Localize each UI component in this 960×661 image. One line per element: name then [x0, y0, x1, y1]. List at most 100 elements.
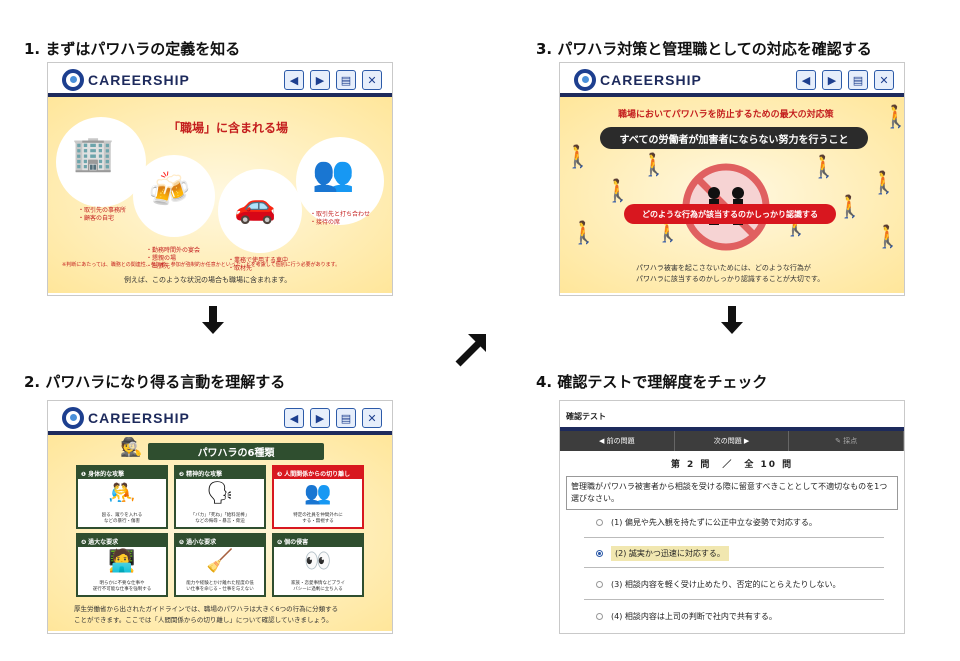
person-icon: 🚶 — [564, 145, 592, 170]
cell-heading: ❺ 過小な要求 — [176, 535, 264, 547]
careership-logo: CAREERSHIP — [62, 407, 190, 429]
radio-button[interactable] — [596, 519, 603, 526]
answer-option-1[interactable]: (1) 偏見や先入観を持たずに公正中立な姿勢で対応する。 — [596, 517, 817, 528]
slide-content: 職場においてパワハラを防止するための最大の対応策 すべての労働者が加害者にならな… — [560, 97, 904, 293]
answer-option-3[interactable]: (3) 相談内容を軽く受け止めたり、否定的にとらえたりしない。 — [596, 579, 841, 590]
person-icon: 🚶 — [640, 153, 668, 178]
office-scene-icon: 🏢 — [72, 134, 115, 174]
careership-logo: CAREERSHIP — [574, 69, 702, 91]
harassment-type-5: ❺ 過小な要求 🧹 能力や経験とかけ離れた程度の低い仕事を命じる・仕事を与えない — [174, 533, 266, 597]
place-list-4: ・取引先と打ち合わせ・接待の席 — [310, 211, 371, 226]
policy-banner: すべての労働者が加害者にならない努力を行うこと — [600, 127, 868, 149]
slide-panel-2: CAREERSHIP ◀ ▶ ▤ ✕ 🕵 パワハラの6種類 ❶ 身体的な攻撃 🤼… — [47, 400, 393, 634]
step-3-title: 3. パワハラ対策と管理職としての対応を確認する — [536, 40, 872, 58]
cell-heading: ❻ 個の侵害 — [274, 535, 362, 547]
cell-description: 殴る、蹴りを入れるなどの暴行・傷害 — [101, 513, 143, 524]
slide-panel-3: CAREERSHIP ◀ ▶ ▤ ✕ 職場においてパワハラを防止するための最大の… — [559, 62, 905, 296]
verbal-abuse-icon: 🗣 — [206, 481, 234, 506]
prev-button[interactable]: ◀ — [796, 70, 816, 90]
document-button[interactable]: ▤ — [336, 408, 356, 428]
next-button[interactable]: ▶ — [310, 408, 330, 428]
party-scene-icon: 🍻 — [148, 170, 191, 210]
place-list-3: ・業務で使用する車中・取材先 — [228, 257, 289, 272]
answer-option-2[interactable]: (2) 誠実かつ迅速に対応する。 — [596, 546, 729, 561]
prev-question-button[interactable]: ◀ 前の問題 — [560, 431, 675, 451]
cell-description: 特定の社員を仲間外れにする・無視する — [293, 513, 343, 524]
close-button[interactable]: ✕ — [362, 70, 382, 90]
meeting-scene-icon: 👥 — [312, 154, 355, 194]
harassment-type-1: ❶ 身体的な攻撃 🤼 殴る、蹴りを入れるなどの暴行・傷害 — [76, 465, 168, 529]
answer-option-4[interactable]: (4) 相談内容は上司の判断で社内で共有する。 — [596, 611, 777, 622]
slide-footer: 例えば、このような状況の場合も職場に含まれます。 — [124, 276, 292, 284]
prev-icon: ◀ — [289, 411, 299, 425]
overwork-icon: 🧑‍💻 — [108, 549, 136, 574]
next-icon: ▶ — [315, 411, 325, 425]
person-icon: 🚶 — [604, 179, 632, 204]
close-icon: ✕ — [367, 411, 377, 425]
circle-meeting — [296, 137, 384, 225]
slide-footer-line2: ことができます。ここでは「人間関係からの切り離し」について確認していきましょう。 — [74, 616, 333, 624]
step-2-title: 2. パワハラになり得る言動を理解する — [24, 373, 286, 391]
close-button[interactable]: ✕ — [362, 408, 382, 428]
cell-heading: ❷ 精神的な攻撃 — [176, 467, 264, 479]
document-icon: ▤ — [340, 411, 352, 425]
close-icon: ✕ — [879, 73, 889, 87]
question-text: 管理職がパワハラ被害者から相談を受ける際に留意すべきこととして不適切なものを1つ… — [566, 476, 898, 510]
next-icon: ▶ — [315, 73, 325, 87]
cell-description: 家族・恋愛事情などプライバシーに過剰に立ち入る — [291, 581, 345, 592]
grade-button[interactable]: ✎ 採点 — [789, 431, 904, 451]
harassment-type-3: ❸ 人間関係からの切り離し 👥 特定の社員を仲間外れにする・無視する — [272, 465, 364, 529]
document-button[interactable]: ▤ — [848, 70, 868, 90]
radio-button[interactable] — [596, 613, 603, 620]
harassment-type-6: ❻ 個の侵害 👀 家族・恋愛事情などプライバシーに過剰に立ち入る — [272, 533, 364, 597]
careership-logo: CAREERSHIP — [62, 69, 190, 91]
test-navigation: ◀ 前の問題 次の問題 ▶ ✎ 採点 — [560, 431, 904, 451]
slide-toolbar: CAREERSHIP ◀ ▶ ▤ ✕ — [48, 401, 392, 435]
slide-subtitle: 職場においてパワハラを防止するための最大の対応策 — [618, 110, 834, 120]
circle-office — [56, 117, 146, 207]
assault-icon: 🤼 — [108, 481, 136, 506]
cell-description: 明らかに不要な仕事や遂行不可能な仕事を強制する — [92, 581, 152, 592]
isolation-icon: 👥 — [304, 481, 332, 506]
next-question-button[interactable]: 次の問題 ▶ — [675, 431, 790, 451]
masked-person-icon: 🕵 — [120, 437, 143, 458]
radio-button[interactable] — [596, 581, 603, 588]
document-icon: ▤ — [852, 73, 864, 87]
test-panel: 確認テスト ◀ 前の問題 次の問題 ▶ ✎ 採点 第 2 問 ／ 全 10 問 … — [559, 400, 905, 634]
car-scene-icon: 🚗 — [234, 186, 277, 226]
prev-icon: ◀ — [801, 73, 811, 87]
slide-toolbar: CAREERSHIP ◀ ▶ ▤ ✕ — [560, 63, 904, 97]
slide-footer-line1: 厚生労働省から出されたガイドラインでは、職場のパワハラは大きく6つの行為に分類す… — [74, 605, 339, 613]
question-progress: 第 2 問 ／ 全 10 問 — [670, 460, 794, 470]
step-1-title: 1. まずはパワハラの定義を知る — [24, 40, 241, 58]
slide-panel-1: CAREERSHIP ◀ ▶ ▤ ✕ 「職場」に含まれる場 🏢 ・取引先の事務所… — [47, 62, 393, 296]
close-button[interactable]: ✕ — [874, 70, 894, 90]
next-icon: ▶ — [827, 73, 837, 87]
next-button[interactable]: ▶ — [310, 70, 330, 90]
step-4-title: 4. 確認テストで理解度をチェック — [536, 373, 768, 391]
awareness-banner: どのような行為が該当するのかしっかり認識する — [624, 204, 836, 224]
cell-heading: ❶ 身体的な攻撃 — [78, 467, 166, 479]
next-button[interactable]: ▶ — [822, 70, 842, 90]
logo-icon — [62, 407, 84, 429]
person-icon: 🚶 — [836, 195, 864, 220]
privacy-intrusion-icon: 👀 — [304, 549, 332, 574]
underwork-icon: 🧹 — [206, 549, 234, 574]
cell-description: 能力や経験とかけ離れた程度の低い仕事を命じる・仕事を与えない — [186, 581, 254, 592]
document-icon: ▤ — [340, 73, 352, 87]
prev-button[interactable]: ◀ — [284, 408, 304, 428]
circle-car — [218, 169, 302, 253]
slide-content: 🕵 パワハラの6種類 ❶ 身体的な攻撃 🤼 殴る、蹴りを入れるなどの暴行・傷害 … — [48, 435, 392, 631]
prev-button[interactable]: ◀ — [284, 70, 304, 90]
edit-icon: ✎ — [835, 437, 844, 445]
radio-button-selected[interactable] — [596, 550, 603, 557]
slide-title: パワハラの6種類 — [148, 443, 324, 460]
brand-name: CAREERSHIP — [88, 72, 190, 88]
slide-toolbar: CAREERSHIP ◀ ▶ ▤ ✕ — [48, 63, 392, 97]
place-list-1: ・取引先の事務所・顧客の自宅 — [78, 207, 127, 222]
document-button[interactable]: ▤ — [336, 70, 356, 90]
option-divider — [584, 537, 884, 538]
slide-footer-line2: パワハラに該当するのかしっかり認識することが大切です。 — [636, 275, 825, 283]
prev-icon: ◀ — [289, 73, 299, 87]
cell-description: 「バカ」「死ね」「給料泥棒」などの侮辱・暴言・脅迫 — [190, 513, 250, 524]
